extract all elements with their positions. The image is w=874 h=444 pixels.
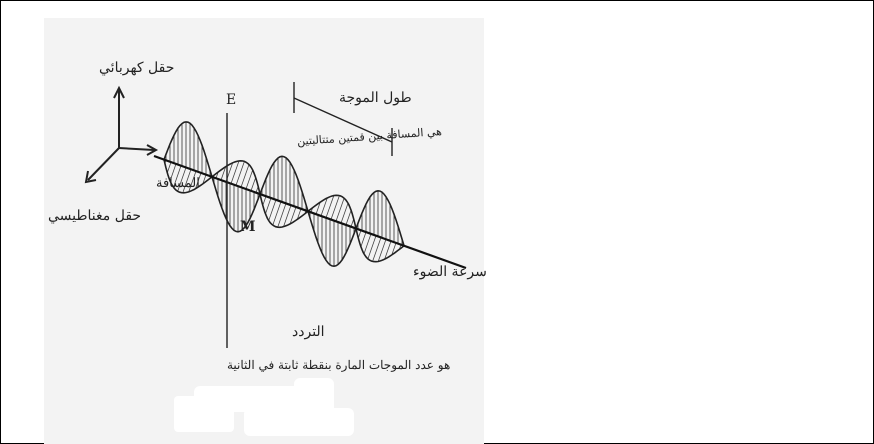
left-border	[0, 0, 1, 444]
frequency-label: التردد	[292, 324, 325, 340]
hatch-line	[364, 234, 371, 254]
watermark	[174, 378, 354, 436]
electric-field-label: حقل كهربائي	[99, 60, 174, 76]
distance-label: المسافة	[156, 176, 200, 191]
electric-wave-curve	[164, 122, 404, 266]
frequency-definition: هو عدد الموجات المارة بنقطة ثابتة في الث…	[227, 358, 450, 372]
wavelength-label: طول الموجة	[339, 90, 412, 106]
hatch-line	[251, 178, 256, 191]
e-symbol: E	[226, 92, 236, 108]
hatch-line	[269, 200, 276, 221]
propagation-axis	[154, 156, 466, 268]
hatch-line	[167, 162, 171, 173]
hatch-line	[341, 203, 348, 223]
axes-icon	[86, 88, 156, 182]
hatch-line	[246, 170, 253, 189]
magnetic-wave-hatching	[165, 160, 401, 261]
hatch-line	[266, 198, 272, 214]
speed-of-light-label: سرعة الضوء	[413, 264, 487, 280]
magnetic-field-label: حقل مغناطيسي	[48, 208, 141, 224]
hatch-line	[263, 196, 266, 205]
m-symbol: M	[240, 219, 256, 235]
hatch-line	[346, 210, 351, 225]
wave-diagram	[44, 18, 484, 444]
em-wave-figure: حقل كهربائي حقل مغناطيسي المسافة E M طول…	[44, 18, 484, 444]
hatch-line	[361, 232, 366, 247]
